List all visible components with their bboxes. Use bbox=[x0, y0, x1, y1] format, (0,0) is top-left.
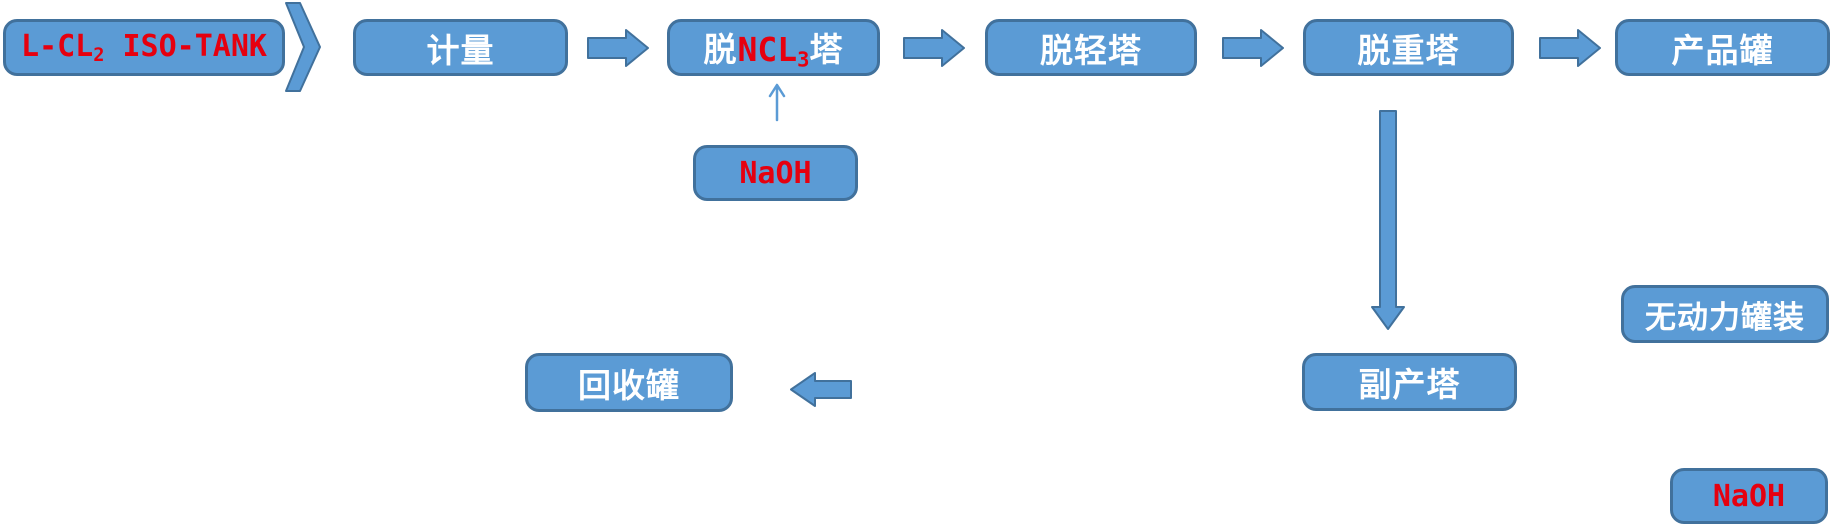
node-byproduct-tower-label: 副产塔 bbox=[1358, 366, 1461, 403]
node-deheavy-tower-label: 脱重塔 bbox=[1357, 31, 1460, 69]
chevron-icon bbox=[283, 1, 323, 93]
down-arrow-icon bbox=[1371, 110, 1405, 331]
node-iso-tank: L-CL2 ISO-TANK bbox=[3, 19, 285, 76]
node-gravity-filling-label: 无动力罐装 bbox=[1645, 299, 1805, 335]
node-recovery-tank: 回收罐 bbox=[525, 353, 733, 412]
node-deheavy-tower: 脱重塔 bbox=[1303, 19, 1514, 76]
up-arrow-icon bbox=[765, 80, 789, 122]
node-naoh-feed: NaOH bbox=[693, 145, 858, 201]
node-metering: 计量 bbox=[353, 19, 568, 76]
node-naoh-feed-label: NaOH bbox=[739, 155, 812, 191]
node-iso-tank-label: L-CL2 ISO-TANK bbox=[20, 28, 267, 67]
flow-arrow-right-icon bbox=[1222, 29, 1284, 67]
node-product-tank: 产品罐 bbox=[1615, 19, 1830, 76]
node-naoh-bottom: NaOH bbox=[1670, 468, 1828, 524]
node-delight-tower: 脱轻塔 bbox=[985, 19, 1197, 76]
node-dencl3-tower: 脱NCL3塔 bbox=[667, 19, 880, 76]
node-naoh-bottom-label: NaOH bbox=[1712, 478, 1786, 514]
node-delight-tower-label: 脱轻塔 bbox=[1040, 31, 1142, 69]
node-product-tank-label: 产品罐 bbox=[1671, 31, 1774, 69]
flow-arrow-right-icon bbox=[903, 29, 965, 67]
flow-arrow-right-icon bbox=[587, 29, 649, 67]
flow-arrow-right-icon bbox=[1539, 29, 1601, 67]
node-byproduct-tower: 副产塔 bbox=[1302, 353, 1517, 411]
flow-arrow-left-icon bbox=[789, 371, 853, 408]
node-recovery-tank-label: 回收罐 bbox=[578, 366, 680, 404]
node-metering-label: 计量 bbox=[426, 31, 495, 69]
node-dencl3-tower-label: 脱NCL3塔 bbox=[703, 30, 844, 72]
node-gravity-filling: 无动力罐装 bbox=[1621, 285, 1829, 343]
